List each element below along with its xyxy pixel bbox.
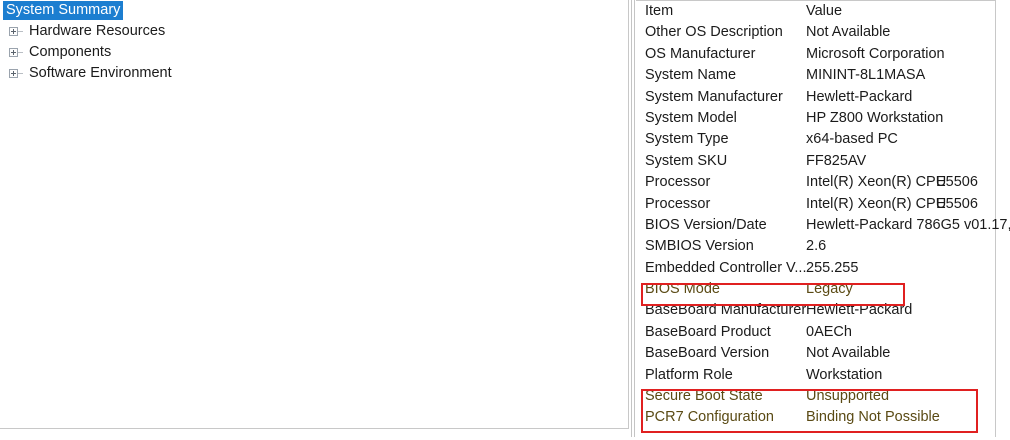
tree-connector: [18, 31, 23, 32]
tree-item-label: Hardware Resources: [29, 22, 166, 39]
table-row-bios-mode[interactable]: BIOS Mode Legacy: [636, 280, 1010, 301]
row-value: Hewlett-Packard: [806, 302, 913, 319]
row-value: Binding Not Possible: [806, 409, 940, 426]
row-value: 0AECh: [806, 323, 852, 340]
row-item: BaseBoard Product: [645, 323, 771, 340]
tree-item-hardware-resources[interactable]: Hardware Resources: [0, 21, 628, 42]
row-value-overflow: E5506: [936, 195, 978, 212]
tree-item-label: System Summary: [3, 0, 124, 20]
row-item: Processor: [645, 174, 711, 191]
row-value: MININT-8L1MASA: [806, 67, 926, 84]
table-row[interactable]: Processor Intel(R) Xeon(R) CPU E5506: [636, 195, 1010, 216]
row-item: System Name: [645, 67, 737, 84]
row-item: System Manufacturer: [645, 88, 783, 105]
row-item: Platform Role: [645, 366, 733, 383]
row-value: 255.255: [806, 259, 859, 276]
row-item: SMBIOS Version: [645, 238, 754, 255]
tree-item-components[interactable]: Components: [0, 42, 628, 63]
page-edge: [0, 437, 1010, 440]
row-item: OS Manufacturer: [645, 45, 756, 62]
column-header-item[interactable]: Item: [645, 3, 674, 19]
table-row[interactable]: Other OS Description Not Available: [636, 23, 1010, 44]
table-row[interactable]: OS Manufacturer Microsoft Corporation: [636, 45, 1010, 66]
table-row[interactable]: BaseBoard Manufacturer Hewlett-Packard: [636, 301, 1010, 322]
pane-splitter[interactable]: [630, 0, 636, 440]
expand-plus-icon[interactable]: [9, 69, 18, 78]
row-value: Hewlett-Packard 786G5 v01.17, 8,: [806, 216, 1010, 233]
table-row[interactable]: System Model HP Z800 Workstation: [636, 109, 1010, 130]
row-value: FF825AV: [806, 152, 867, 169]
row-item: BaseBoard Version: [645, 345, 770, 362]
table-row[interactable]: Platform Role Workstation: [636, 366, 1010, 387]
tree-item-label: Components: [29, 43, 112, 60]
table-row[interactable]: BaseBoard Product 0AECh: [636, 323, 1010, 344]
table-row-secure-boot-state[interactable]: Secure Boot State Unsupported: [636, 387, 1010, 408]
row-value: Not Available: [806, 24, 891, 41]
row-item: Other OS Description: [645, 24, 783, 41]
row-item: Secure Boot State: [645, 388, 763, 405]
list-top-border: [636, 0, 995, 1]
row-value: x64-based PC: [806, 131, 898, 148]
expand-plus-icon[interactable]: [9, 27, 18, 36]
row-value: Legacy: [806, 281, 853, 298]
column-header-value[interactable]: Value: [806, 3, 843, 19]
row-value: Not Available: [806, 345, 891, 362]
table-row[interactable]: System SKU FF825AV: [636, 152, 1010, 173]
row-item: System SKU: [645, 152, 728, 169]
row-item: Embedded Controller V...: [645, 259, 807, 276]
table-row[interactable]: Processor Intel(R) Xeon(R) CPU E5506: [636, 173, 1010, 194]
table-row[interactable]: System Name MININT-8L1MASA: [636, 66, 1010, 87]
table-row[interactable]: System Type x64-based PC: [636, 130, 1010, 151]
row-item: System Model: [645, 109, 737, 126]
table-row[interactable]: BaseBoard Version Not Available: [636, 344, 1010, 365]
tree-item-software-environment[interactable]: Software Environment: [0, 63, 628, 84]
tree-connector: [18, 52, 23, 53]
row-item: System Type: [645, 131, 729, 148]
row-value: Workstation: [806, 366, 883, 383]
row-item: BaseBoard Manufacturer: [645, 302, 807, 319]
table-row-pcr7-configuration[interactable]: PCR7 Configuration Binding Not Possible: [636, 408, 1010, 429]
list-rows: Item Value Other OS Description Not Avai…: [636, 2, 1010, 430]
row-value: Hewlett-Packard: [806, 88, 913, 105]
splitter-line: [631, 0, 632, 440]
tree-item-system-summary[interactable]: System Summary: [0, 0, 628, 21]
table-row[interactable]: BIOS Version/Date Hewlett-Packard 786G5 …: [636, 216, 1010, 237]
row-item: PCR7 Configuration: [645, 409, 774, 426]
row-item: Processor: [645, 195, 711, 212]
row-value-overflow: E5506: [936, 174, 978, 191]
row-value: Unsupported: [806, 388, 890, 405]
row-value: Intel(R) Xeon(R) CPU: [806, 174, 947, 191]
row-value: HP Z800 Workstation: [806, 109, 944, 126]
tree-connector: [18, 73, 23, 74]
table-row[interactable]: System Manufacturer Hewlett-Packard: [636, 88, 1010, 109]
row-value: 2.6: [806, 238, 827, 255]
table-row[interactable]: SMBIOS Version 2.6: [636, 237, 1010, 258]
splitter-line: [634, 0, 635, 440]
row-value: Intel(R) Xeon(R) CPU: [806, 195, 947, 212]
table-row[interactable]: Embedded Controller V... 255.255: [636, 259, 1010, 280]
list-header-row[interactable]: Item Value: [636, 2, 1010, 23]
expand-plus-icon[interactable]: [9, 48, 18, 57]
tree-item-label: Software Environment: [29, 64, 172, 81]
details-list[interactable]: Item Value Other OS Description Not Avai…: [636, 0, 1010, 440]
row-item: BIOS Mode: [645, 281, 720, 298]
list-right-border: [995, 0, 996, 440]
row-item: BIOS Version/Date: [645, 216, 767, 233]
navigation-tree[interactable]: System Summary Hardware Resources Compon…: [0, 0, 629, 429]
row-value: Microsoft Corporation: [806, 45, 945, 62]
